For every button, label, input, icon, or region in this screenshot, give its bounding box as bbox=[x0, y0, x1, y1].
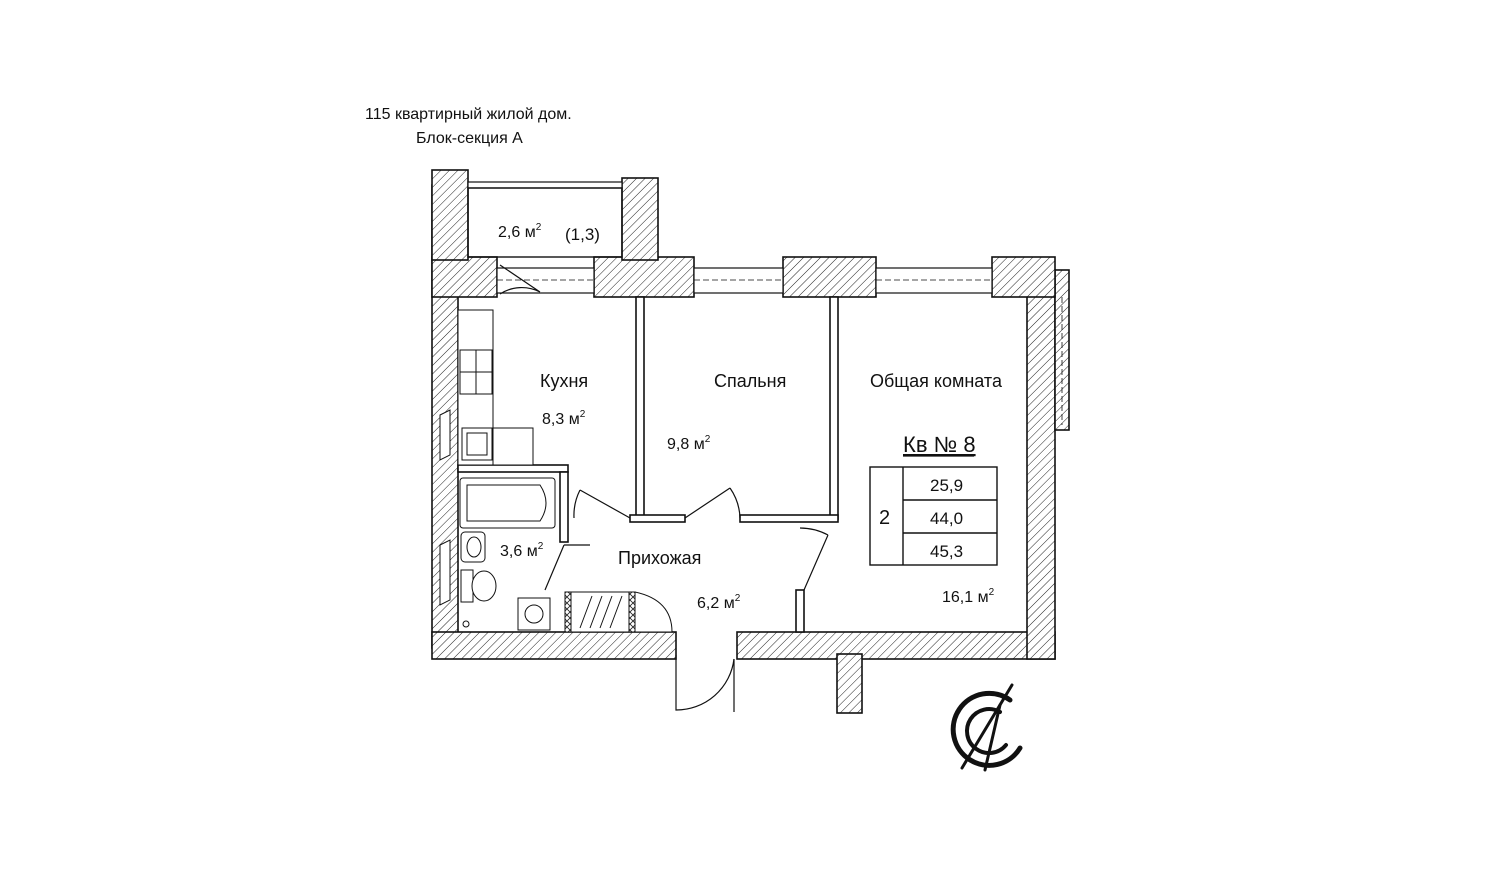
wall-top-kitchen bbox=[431, 256, 498, 298]
bathroom-area: 3,6 м2 bbox=[500, 541, 544, 560]
bedroom-area: 9,8 м2 bbox=[667, 434, 711, 453]
wall-bottom-stub bbox=[836, 653, 863, 714]
balcony-glazing bbox=[467, 181, 623, 189]
living-label: Общая комната bbox=[870, 371, 1003, 391]
wall-bottom-left bbox=[431, 631, 677, 660]
balcony-wall-right bbox=[621, 177, 659, 261]
apartment-title: Кв № 8 bbox=[903, 432, 976, 457]
bedroom-label: Спальня bbox=[714, 371, 786, 391]
balcony-wall-left bbox=[431, 169, 469, 261]
apartment-rooms-count: 2 bbox=[879, 507, 890, 529]
toilet bbox=[460, 569, 474, 603]
partition-bath-right bbox=[559, 471, 569, 543]
partition-bedroom-living bbox=[829, 296, 839, 520]
partition-bedroom-bottom-right bbox=[739, 514, 839, 523]
kitchen-label: Кухня bbox=[540, 371, 588, 391]
partition-kitchen-bottom bbox=[457, 464, 569, 473]
balcony-area: 2,6 м2 bbox=[498, 222, 542, 241]
header-line-1: 115 квартирный жилой дом. bbox=[365, 106, 572, 123]
partition-bedroom-bottom-left bbox=[629, 514, 686, 523]
window-living bbox=[875, 267, 993, 294]
kitchen-area: 8,3 м2 bbox=[542, 409, 586, 428]
door-bathroom bbox=[544, 544, 590, 591]
window-bedroom bbox=[693, 267, 784, 294]
door-entrance bbox=[675, 655, 735, 711]
partition-kitchen-bedroom bbox=[635, 296, 645, 520]
balcony-coef: (1,3) bbox=[565, 225, 600, 244]
balcony bbox=[467, 187, 623, 258]
door-bedroom bbox=[684, 487, 741, 519]
apartment-total-area: 44,0 bbox=[930, 509, 963, 528]
door-balcony bbox=[499, 264, 541, 295]
hall-area: 6,2 м2 bbox=[697, 593, 741, 612]
living-area: 16,1 м2 bbox=[942, 587, 995, 606]
apartment-total-with-balcony: 45,3 bbox=[930, 542, 963, 561]
wall-right-outer bbox=[1054, 269, 1070, 431]
door-living bbox=[799, 527, 829, 591]
hall-label: Прихожая bbox=[618, 548, 701, 568]
company-logo-icon bbox=[950, 683, 1023, 772]
apartment-living-area: 25,9 bbox=[930, 476, 963, 495]
apartment-table bbox=[869, 466, 998, 566]
wall-top-pillar bbox=[593, 256, 695, 298]
partition-hall-right bbox=[795, 589, 805, 633]
wall-top-mid bbox=[782, 256, 877, 298]
door-kitchen bbox=[573, 489, 631, 519]
wall-top-living bbox=[991, 256, 1056, 298]
header-line-2: Блок-секция А bbox=[416, 130, 523, 147]
kitchen-table bbox=[492, 427, 534, 466]
wall-bottom-right bbox=[736, 631, 1056, 660]
wall-right bbox=[1026, 269, 1056, 660]
